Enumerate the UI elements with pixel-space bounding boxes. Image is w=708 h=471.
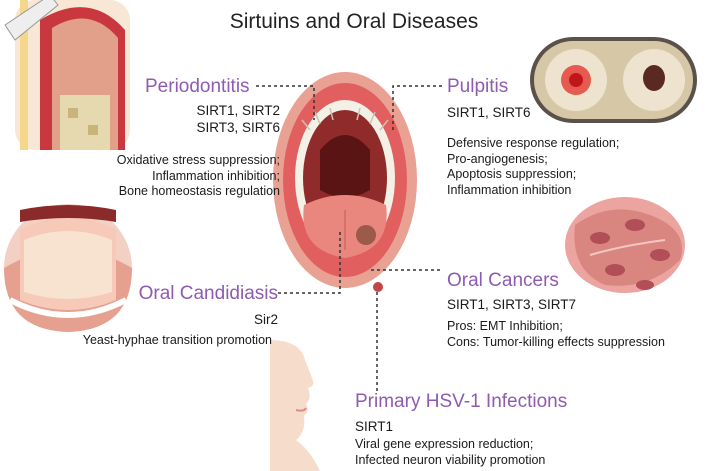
oral-candidiasis-sirtuins: Sir2 [254,311,278,328]
face-profile-illustration [270,340,320,471]
connector-pulpitis [392,85,442,130]
oral-cancers-name: Oral Cancers [447,270,559,291]
connector-lines [256,85,442,393]
effect-line: Inflammation inhibition [447,182,572,197]
oral-cancers-effects: Pros: EMT Inhibition; Cons: Tumor-killin… [447,319,665,350]
hsv1-sirtuins: SIRT1 [355,418,393,435]
oral-candidiasis-name: Oral Candidiasis [138,283,278,304]
effect-line: Pro-angiogenesis; [447,151,548,166]
pulpitis-cross-section-illustration [530,37,697,123]
effect-line: Apoptosis suppression; [447,167,577,181]
cancer-cells-illustration [565,197,685,293]
effect-line: Oxidative stress suppression; [116,153,280,167]
periodontitis-sirtuins: SIRT1, SIRT2 SIRT3, SIRT6 [196,102,280,136]
sirtuin-line: SIRT3, SIRT6 [196,120,280,135]
effect-line: Pros: EMT Inhibition; [447,319,563,333]
effect-line: Viral gene expression reduction; [355,437,534,451]
effect-line: Inflammation inhibition; [152,168,280,183]
oral-candidiasis-effects: Yeast-hyphae transition promotion [83,333,272,349]
connector-periodontitis [256,85,315,120]
candidiasis-tongue-illustration [4,204,132,332]
pulpitis-name: Pulpitis [447,76,509,97]
effect-line: Cons: Tumor-killing effects suppression [447,334,665,349]
periodontitis-tooth-illustration [4,0,130,151]
connector-candidiasis [278,230,341,294]
effect-line: Yeast-hyphae transition promotion [82,333,272,347]
oral-cancers-sirtuins: SIRT1, SIRT3, SIRT7 [447,296,576,313]
open-mouth-illustration [273,72,417,292]
diagram-title: Sirtuins and Oral Diseases [229,10,479,33]
pulpitis-sirtuins: SIRT1, SIRT6 [447,104,531,121]
effect-line: Infected neuron viability promotion [355,452,546,467]
sirtuin-line: SIRT1, SIRT3, SIRT7 [447,297,577,312]
periodontitis-effects: Oxidative stress suppression; Inflammati… [117,153,280,200]
hsv1-effects: Viral gene expression reduction; Infecte… [355,437,545,468]
sirtuin-line: SIRT1, SIRT6 [447,105,531,120]
effect-line: Defensive response regulation; [447,136,620,150]
pulpitis-effects: Defensive response regulation; Pro-angio… [447,136,619,198]
sirtuin-line: SIRT1 [355,419,394,434]
sirtuin-line: SIRT1, SIRT2 [196,103,280,118]
effect-line: Bone homeostasis regulation [118,184,280,198]
sirtuin-line: Sir2 [253,312,278,327]
periodontitis-name: Periodontitis [145,76,250,97]
hsv1-name: Primary HSV-1 Infections [355,391,568,412]
